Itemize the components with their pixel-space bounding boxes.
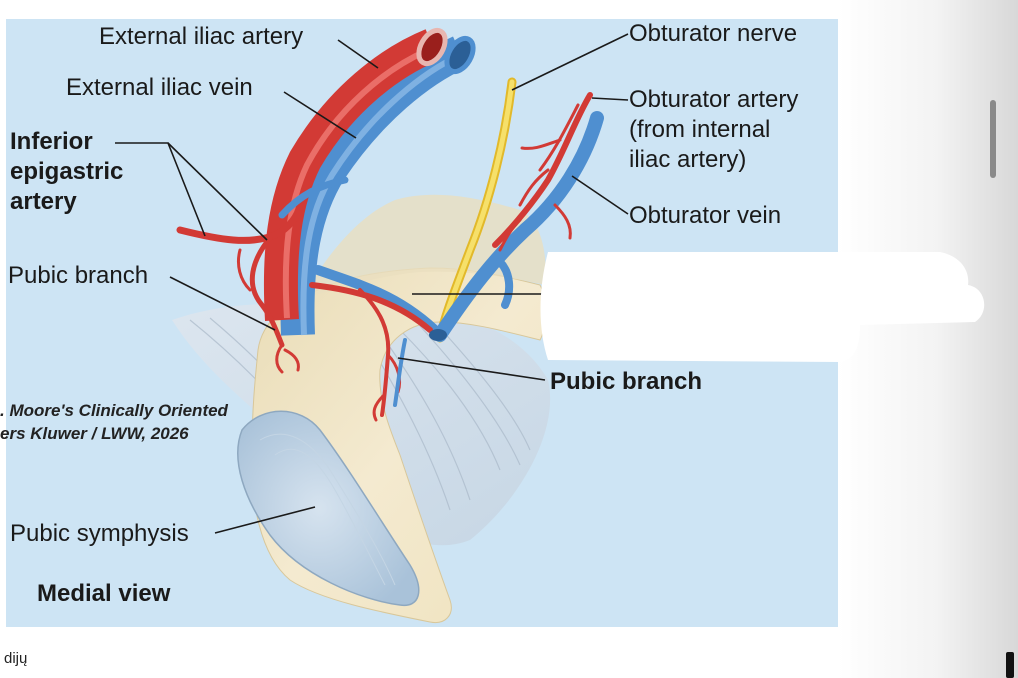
leader-pubic-symphysis	[214, 506, 316, 534]
pubic-artery-connector	[309, 282, 433, 333]
credit-line1: . Moore's Clinically Oriented	[0, 401, 228, 420]
leader-pubic-branch-right	[397, 357, 546, 381]
obturator-canal	[429, 329, 447, 341]
label-pubic-branch-right: Pubic branch	[550, 368, 703, 395]
leader-obturator-artery	[591, 97, 629, 101]
label-obturator-nerve: Obturator nerve	[629, 20, 798, 47]
external-iliac-vein-lumen	[444, 35, 476, 75]
label-medial-view: Medial view	[37, 580, 171, 607]
pubic-vein-connector	[313, 265, 445, 340]
symphysis-rings	[259, 433, 396, 586]
pubic-symphysis	[237, 410, 420, 606]
leader-obturator-vein	[571, 175, 629, 215]
redaction-blob	[540, 252, 985, 362]
label-external-iliac-artery: External iliac artery	[99, 23, 304, 50]
obturator-vein	[433, 111, 604, 342]
leader-pubic-branch-left	[169, 276, 276, 331]
obturator-vein-branch	[496, 258, 514, 309]
obturator-nerve-core	[437, 79, 515, 341]
label-inferior-epigastric-artery-line3: artery	[10, 188, 77, 215]
scrollbar-thumb-bottom[interactable]	[1006, 652, 1014, 678]
external-iliac-vein-highlight	[300, 55, 456, 336]
credit-line2: ers Kluwer / LWW, 2026	[0, 424, 189, 443]
leader-obturator-nerve	[511, 33, 629, 91]
external-iliac-vein	[280, 36, 468, 336]
external-iliac-artery	[263, 29, 439, 321]
inferior-epigastric-vein	[278, 176, 349, 219]
label-obturator-vein: Obturator vein	[629, 202, 782, 229]
label-external-iliac-vein: External iliac vein	[66, 74, 253, 101]
label-obturator-artery-line2: (from internal	[629, 116, 771, 143]
leader-external-iliac-artery	[337, 39, 379, 69]
scrollbar-thumb[interactable]	[990, 100, 996, 178]
label-inferior-epigastric-artery-line1: Inferior	[10, 128, 93, 155]
leader-external-iliac-vein	[283, 91, 357, 139]
external-iliac-artery-lumen	[416, 27, 448, 67]
label-inferior-epigastric-artery-line2: epigastric	[10, 158, 124, 185]
label-pubic-branch-left: Pubic branch	[8, 262, 149, 289]
leader-inferior-epigastric-2	[167, 142, 268, 241]
label-obturator-artery-line3: iliac artery)	[629, 146, 747, 173]
vertical-scrollbar[interactable]	[986, 90, 1000, 190]
external-iliac-artery-highlight	[282, 48, 428, 319]
label-obturator-artery-line1: Obturator artery	[629, 86, 799, 113]
pubic-branch-vessels	[358, 288, 407, 422]
obturator-artery	[492, 92, 593, 252]
side-margin	[838, 0, 1018, 678]
footer-text: dijų	[4, 650, 28, 667]
inferior-epigastric-artery	[176, 201, 304, 374]
leader-lines	[115, 33, 629, 534]
label-pubic-symphysis: Pubic symphysis	[10, 520, 189, 547]
